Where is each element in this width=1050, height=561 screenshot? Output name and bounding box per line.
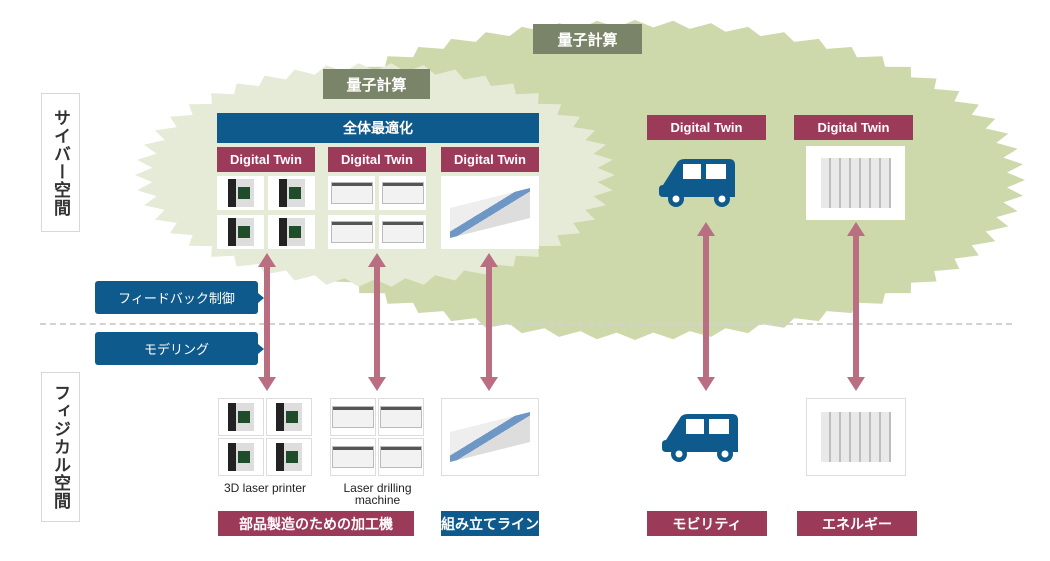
arrow-head-up <box>697 222 715 236</box>
3d-laser-printer-icon <box>227 218 254 246</box>
printer-physical-image <box>218 398 264 436</box>
assembly-line-label: 組み立てライン <box>441 511 539 536</box>
3d-laser-printer-icon <box>278 179 305 207</box>
drill-caption-line1: Laser drilling <box>343 481 412 495</box>
drill-twin-image <box>379 176 426 210</box>
3d-laser-printer-icon <box>228 403 254 431</box>
laser-drilling-machine-icon <box>332 406 374 428</box>
arrow-head-down <box>258 377 276 391</box>
digital-twin-label-printer: Digital Twin <box>217 147 315 172</box>
arrow-head-down <box>697 377 715 391</box>
printer-physical-image <box>266 398 312 436</box>
drill-twin-image <box>328 176 375 210</box>
printer-physical-image <box>266 438 312 476</box>
cyber-physical-divider <box>40 323 1012 325</box>
energy-twin-image <box>806 146 905 220</box>
arrow-head-up <box>847 222 865 236</box>
digital-twin-label-energy: Digital Twin <box>794 115 913 140</box>
digital-twin-label-assembly: Digital Twin <box>441 147 539 172</box>
manufacturing-machines-label: 部品製造のための加工機 <box>218 511 414 536</box>
drill-physical-image <box>330 438 376 476</box>
3d-laser-printer-icon <box>228 443 254 471</box>
assembly-physical-image <box>441 398 539 476</box>
printer-twin-image <box>217 215 264 249</box>
laser-drilling-machine-icon <box>330 182 373 204</box>
bidirectional-arrow-mobility <box>703 235 709 378</box>
3d-laser-printer-icon <box>227 179 254 207</box>
laser-drilling-machine-icon <box>330 221 373 243</box>
laser-drilling-machine-icon <box>381 182 424 204</box>
drill-caption-line2: machine <box>354 493 401 507</box>
energy-label: エネルギー <box>797 511 917 536</box>
digital-twin-label-mobility: Digital Twin <box>647 115 766 140</box>
quantum-computing-label-inner: 量子計算 <box>323 69 430 99</box>
drill-twin-image <box>328 215 375 249</box>
arrow-head-up <box>258 253 276 267</box>
drill-physical-image <box>378 398 424 436</box>
bidirectional-arrow-drill <box>374 266 380 378</box>
arrow-head-down <box>847 377 865 391</box>
arrow-head-down <box>480 377 498 391</box>
printer-caption: 3D laser printer <box>223 481 307 495</box>
car-icon-cyber <box>659 159 735 207</box>
printer-twin-image <box>217 176 264 210</box>
bidirectional-arrow-energy <box>853 235 859 378</box>
laser-drilling-machine-icon <box>332 446 374 468</box>
arrow-head-up <box>480 253 498 267</box>
laser-drilling-machine-icon <box>380 446 422 468</box>
mobility-label: モビリティ <box>647 511 767 536</box>
bidirectional-arrow-assembly <box>486 266 492 378</box>
modeling-callout: モデリング <box>95 332 264 365</box>
digital-twin-label-drill: Digital Twin <box>328 147 426 172</box>
overall-optimization-bar: 全体最適化 <box>217 113 539 143</box>
circuit-breakers-icon <box>820 158 891 208</box>
arrow-head-down <box>368 377 386 391</box>
laser-drilling-machine-icon <box>381 221 424 243</box>
drill-physical-image <box>378 438 424 476</box>
drill-twin-image <box>379 215 426 249</box>
laser-drilling-machine-icon <box>380 406 422 428</box>
energy-physical-image <box>806 398 906 476</box>
quantum-computing-label-outer: 量子計算 <box>533 24 642 54</box>
circuit-breakers-icon <box>821 412 891 462</box>
3d-laser-printer-icon <box>276 443 302 471</box>
printer-twin-image <box>268 215 315 249</box>
assembly-line-icon <box>450 412 530 462</box>
physical-space-label: フィジカル空間 <box>41 372 80 522</box>
3d-laser-printer-icon <box>278 218 305 246</box>
assembly-line-icon <box>450 187 530 238</box>
cyber-space-label: サイバー空間 <box>41 93 80 232</box>
arrow-head-up <box>368 253 386 267</box>
car-icon-physical <box>662 414 738 462</box>
3d-laser-printer-icon <box>276 403 302 431</box>
printer-twin-image <box>268 176 315 210</box>
bidirectional-arrow-printer <box>264 266 270 378</box>
printer-physical-image <box>218 438 264 476</box>
assembly-twin-image <box>441 176 539 249</box>
feedback-control-callout: フィードバック制御 <box>95 281 264 314</box>
drill-physical-image <box>330 398 376 436</box>
